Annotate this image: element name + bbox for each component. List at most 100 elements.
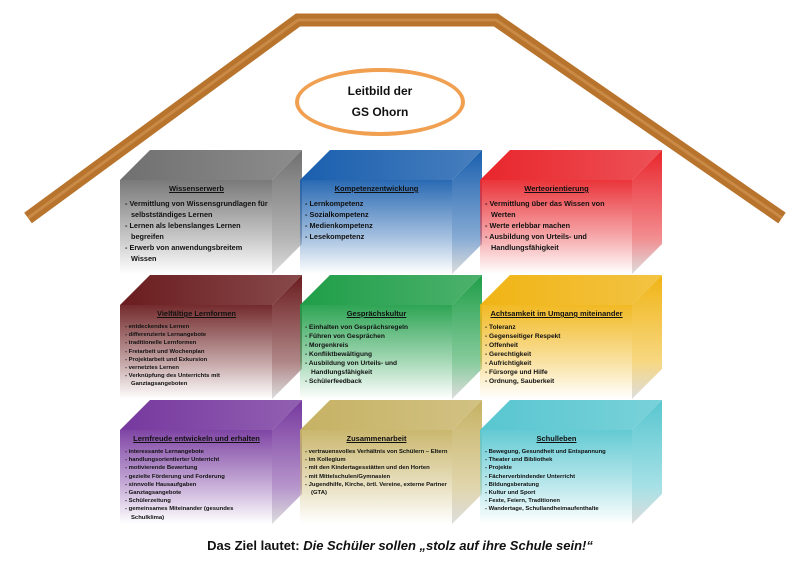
box-item-list: LernkompetenzSozialkompetenzMedienkompet… (305, 198, 448, 242)
list-item: Kultur und Sport (485, 489, 628, 497)
list-item: Freiarbeit und Wochenplan (125, 348, 268, 356)
list-item: Wandertage, Schullandheimaufenthalte (485, 505, 628, 513)
list-item: Führen von Gesprächen (305, 332, 448, 341)
box-title: Zusammenarbeit (346, 434, 407, 443)
list-item: Verknüpfung des Unterrichts mit Ganztags… (125, 372, 268, 388)
list-item: Toleranz (485, 323, 628, 332)
box-item-list: ToleranzGegenseitiger RespektOffenheitGe… (485, 323, 628, 386)
list-item: Morgenkreis (305, 341, 448, 350)
list-item: Feste, Feiern, Traditionen (485, 497, 628, 505)
list-item: Sozialkompetenz (305, 209, 448, 220)
box-top-face (300, 150, 482, 180)
list-item: differenzierte Lernangebote (125, 331, 268, 339)
pillar-box-3: WerteorientierungVermittlung über das Wi… (480, 150, 662, 274)
box-top-face (120, 400, 302, 430)
list-item: Fürsorge und Hilfe (485, 368, 628, 377)
list-item: Ausbildung von Urteils- und Handlungsfäh… (305, 359, 448, 377)
box-title: Werteorientierung (524, 184, 589, 193)
box-item-list: Einhalten von GesprächsregelnFühren von … (305, 323, 448, 386)
list-item: Ordnung, Sauberkeit (485, 377, 628, 386)
box-title: Wissenserwerb (169, 184, 224, 193)
pillar-box-9: SchullebenBewegung, Gesundheit und Entsp… (480, 400, 662, 524)
list-item: Konfliktbewältigung (305, 350, 448, 359)
box-top-face (300, 400, 482, 430)
list-item: Bewegung, Gesundheit und Entspannung (485, 448, 628, 456)
list-item: Schülerzeitung (125, 497, 268, 505)
box-title: Achtsamkeit im Umgang miteinander (490, 309, 623, 318)
box-front-face: Achtsamkeit im Umgang miteinanderToleran… (480, 305, 632, 399)
list-item: traditionelle Lernformen (125, 339, 268, 347)
box-top-face (120, 275, 302, 305)
list-item: Einhalten von Gesprächsregeln (305, 323, 448, 332)
goal-prefix: Das Ziel lautet: (207, 538, 304, 553)
list-item: Offenheit (485, 341, 628, 350)
list-item: Projektarbeit und Exkursion (125, 356, 268, 364)
pillar-box-7: Lernfreude entwickeln und erhalten intere… (120, 400, 302, 524)
box-item-list: Bewegung, Gesundheit und EntspannungThea… (485, 448, 628, 514)
box-front-face: WerteorientierungVermittlung über das Wi… (480, 180, 632, 274)
list-item: Projekte (485, 464, 628, 472)
list-item: mit Mittelschulen/Gymnasien (305, 473, 448, 481)
pillar-box-6: Achtsamkeit im Umgang miteinanderToleran… (480, 275, 662, 399)
box-front-face: Vielfältige Lernformenentdeckendes Lerne… (120, 305, 272, 399)
box-front-face: Zusammenarbeit vertrauensvolles Verhältni… (300, 430, 452, 524)
list-item: mit den Kindertagesstätten und den Horte… (305, 464, 448, 472)
pillar-box-1: WissenserwerbVermittlung von Wissensgrun… (120, 150, 302, 274)
box-item-list: entdeckendes Lernendifferenzierte Lernan… (125, 323, 268, 389)
box-front-face: GesprächskulturEinhalten von Gesprächsre… (300, 305, 452, 399)
box-front-face: WissenserwerbVermittlung von Wissensgrun… (120, 180, 272, 274)
list-item: handlungsorientierter Unterricht (125, 456, 268, 464)
list-item: Ausbildung von Urteils- und Handlungsfäh… (485, 231, 628, 253)
list-item: Bildungsberatung (485, 481, 628, 489)
box-top-face (480, 400, 662, 430)
box-item-list: Vermittlung von Wissensgrundlagen für se… (125, 198, 268, 264)
box-top-face (480, 150, 662, 180)
box-title: Kompetenzentwicklung (334, 184, 419, 193)
box-front-face: Lernfreude entwickeln und erhalten intere… (120, 430, 272, 524)
list-item: Medienkompetenz (305, 220, 448, 231)
pillar-box-8: Zusammenarbeit vertrauensvolles Verhältni… (300, 400, 482, 524)
list-item: Werte erlebbar machen (485, 220, 628, 231)
pillar-box-5: GesprächskulturEinhalten von Gesprächsre… (300, 275, 482, 399)
goal-text: Die Schüler sollen „stolz auf ihre Schul… (303, 538, 593, 553)
list-item: Lesekompetenz (305, 231, 448, 242)
box-item-list: Vermittlung über das Wissen von WertenWe… (485, 198, 628, 253)
list-item: Erwerb von anwendungsbreitem Wissen (125, 242, 268, 264)
box-title: Lernfreude entwickeln und erhalten (133, 434, 260, 443)
box-title: Gesprächskultur (346, 309, 407, 318)
list-item: motivierende Bewertung (125, 464, 268, 472)
list-item: Ganztagsangebote (125, 489, 268, 497)
list-item: Lernen als lebenslanges Lernen begreifen (125, 220, 268, 242)
list-item: gezielte Förderung und Forderung (125, 473, 268, 481)
list-item: vernetztes Lernen (125, 364, 268, 372)
list-item: Gegenseitiger Respekt (485, 332, 628, 341)
goal-statement: Das Ziel lautet: Die Schüler sollen „sto… (0, 538, 800, 553)
list-item: gemeinsames Miteinander (gesundes Schulk… (125, 505, 268, 521)
title-line-2: GS Ohorn (351, 105, 409, 119)
box-item-list: interessante Lernangebotehandlungsorient… (125, 448, 268, 522)
box-item-list: vertrauensvolles Verhältnis von Schülern… (305, 448, 448, 497)
list-item: Schülerfeedback (305, 377, 448, 386)
list-item: Theater und Bibliothek (485, 456, 628, 464)
list-item: entdeckendes Lernen (125, 323, 268, 331)
box-top-face (120, 150, 302, 180)
list-item: Jugendhilfe, Kirche, örtl. Vereine, exte… (305, 481, 448, 497)
list-item: Lernkompetenz (305, 198, 448, 209)
list-item: Vermittlung über das Wissen von Werten (485, 198, 628, 220)
list-item: interessante Lernangebote (125, 448, 268, 456)
title-line-1: Leitbild der (347, 84, 413, 98)
box-top-face (300, 275, 482, 305)
pillar-box-4: Vielfältige Lernformenentdeckendes Lerne… (120, 275, 302, 399)
box-front-face: KompetenzentwicklungLernkompetenzSozialk… (300, 180, 452, 274)
list-item: vertrauensvolles Verhältnis von Schülern… (305, 448, 448, 456)
pillar-box-2: KompetenzentwicklungLernkompetenzSozialk… (300, 150, 482, 274)
list-item: sinnvolle Hausaufgaben (125, 481, 268, 489)
box-front-face: SchullebenBewegung, Gesundheit und Entsp… (480, 430, 632, 524)
list-item: Gerechtigkeit (485, 350, 628, 359)
box-title: Schulleben (536, 434, 577, 443)
list-item: Vermittlung von Wissensgrundlagen für se… (125, 198, 268, 220)
box-top-face (480, 275, 662, 305)
title-oval: Leitbild der GS Ohorn (295, 68, 465, 136)
list-item: Fächerverbindender Unterricht (485, 473, 628, 481)
